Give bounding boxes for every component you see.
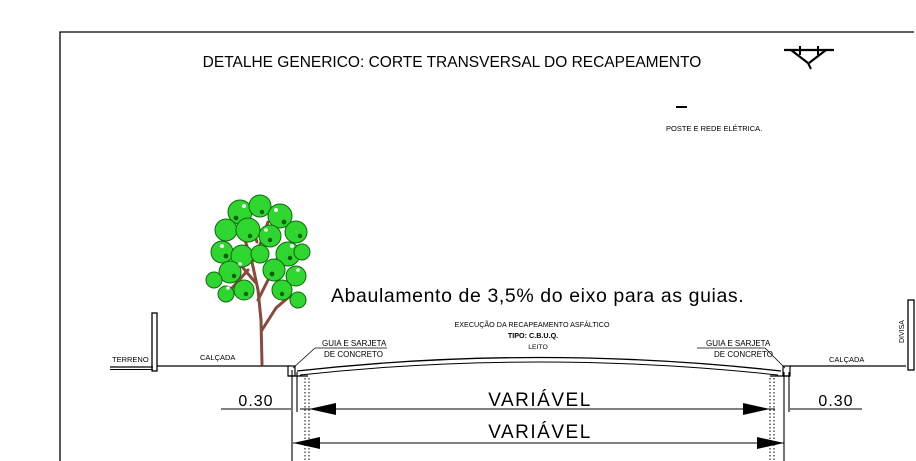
arrow-inner-left bbox=[309, 403, 336, 415]
arrow-outer-right bbox=[757, 437, 784, 449]
label-calcada-right: CALÇADA bbox=[829, 355, 864, 364]
road-surface-bottom bbox=[299, 361, 779, 376]
power-pole-icon bbox=[784, 46, 834, 70]
dim-inner-width: VARIÁVEL bbox=[488, 390, 592, 411]
label-leito: LEITO bbox=[528, 344, 548, 351]
label-guia-left-1: GUIA E SARJETA bbox=[322, 339, 387, 348]
arrow-outer-left bbox=[293, 437, 320, 449]
label-guia-right-1: GUIA E SARJETA bbox=[706, 339, 771, 348]
tree-icon bbox=[205, 194, 311, 366]
boundary-wall-left bbox=[151, 312, 158, 372]
boundary-wall-right bbox=[907, 299, 915, 371]
dim-right-offset: 0.30 bbox=[818, 393, 853, 410]
dim-left-offset: 0.30 bbox=[238, 393, 273, 410]
dim-outer-width: VARIÁVEL bbox=[488, 422, 592, 443]
curb-right bbox=[770, 365, 791, 377]
pole-label: POSTE E REDE ELÉTRICA. bbox=[666, 124, 762, 133]
guia-right-callout: GUIA E SARJETA DE CONCRETO bbox=[697, 339, 786, 369]
execution-line-2: TIPO: C.B.U.Q. bbox=[508, 331, 558, 340]
label-calcada-left: CALÇADA bbox=[200, 353, 235, 362]
drawing-title: DETALHE GENERICO: CORTE TRANSVERSAL DO R… bbox=[203, 54, 702, 71]
drawing-frame bbox=[59, 31, 914, 461]
label-guia-right-2: DE CONCRETO bbox=[714, 350, 773, 359]
guia-left-callout: GUIA E SARJETA DE CONCRETO bbox=[292, 339, 387, 369]
label-terreno: TERRENO bbox=[112, 355, 149, 364]
label-divisa: DIVISA bbox=[899, 320, 906, 343]
label-guia-left-2: DE CONCRETO bbox=[324, 350, 383, 359]
slope-note: Abaulamento de 3,5% do eixo para as guia… bbox=[331, 285, 744, 307]
execution-line-1: EXECUÇÃO DA RECAPEAMENTO ASFÁLTICO bbox=[454, 320, 610, 329]
road-surface-top bbox=[296, 356, 782, 372]
arrow-inner-right bbox=[743, 403, 770, 415]
